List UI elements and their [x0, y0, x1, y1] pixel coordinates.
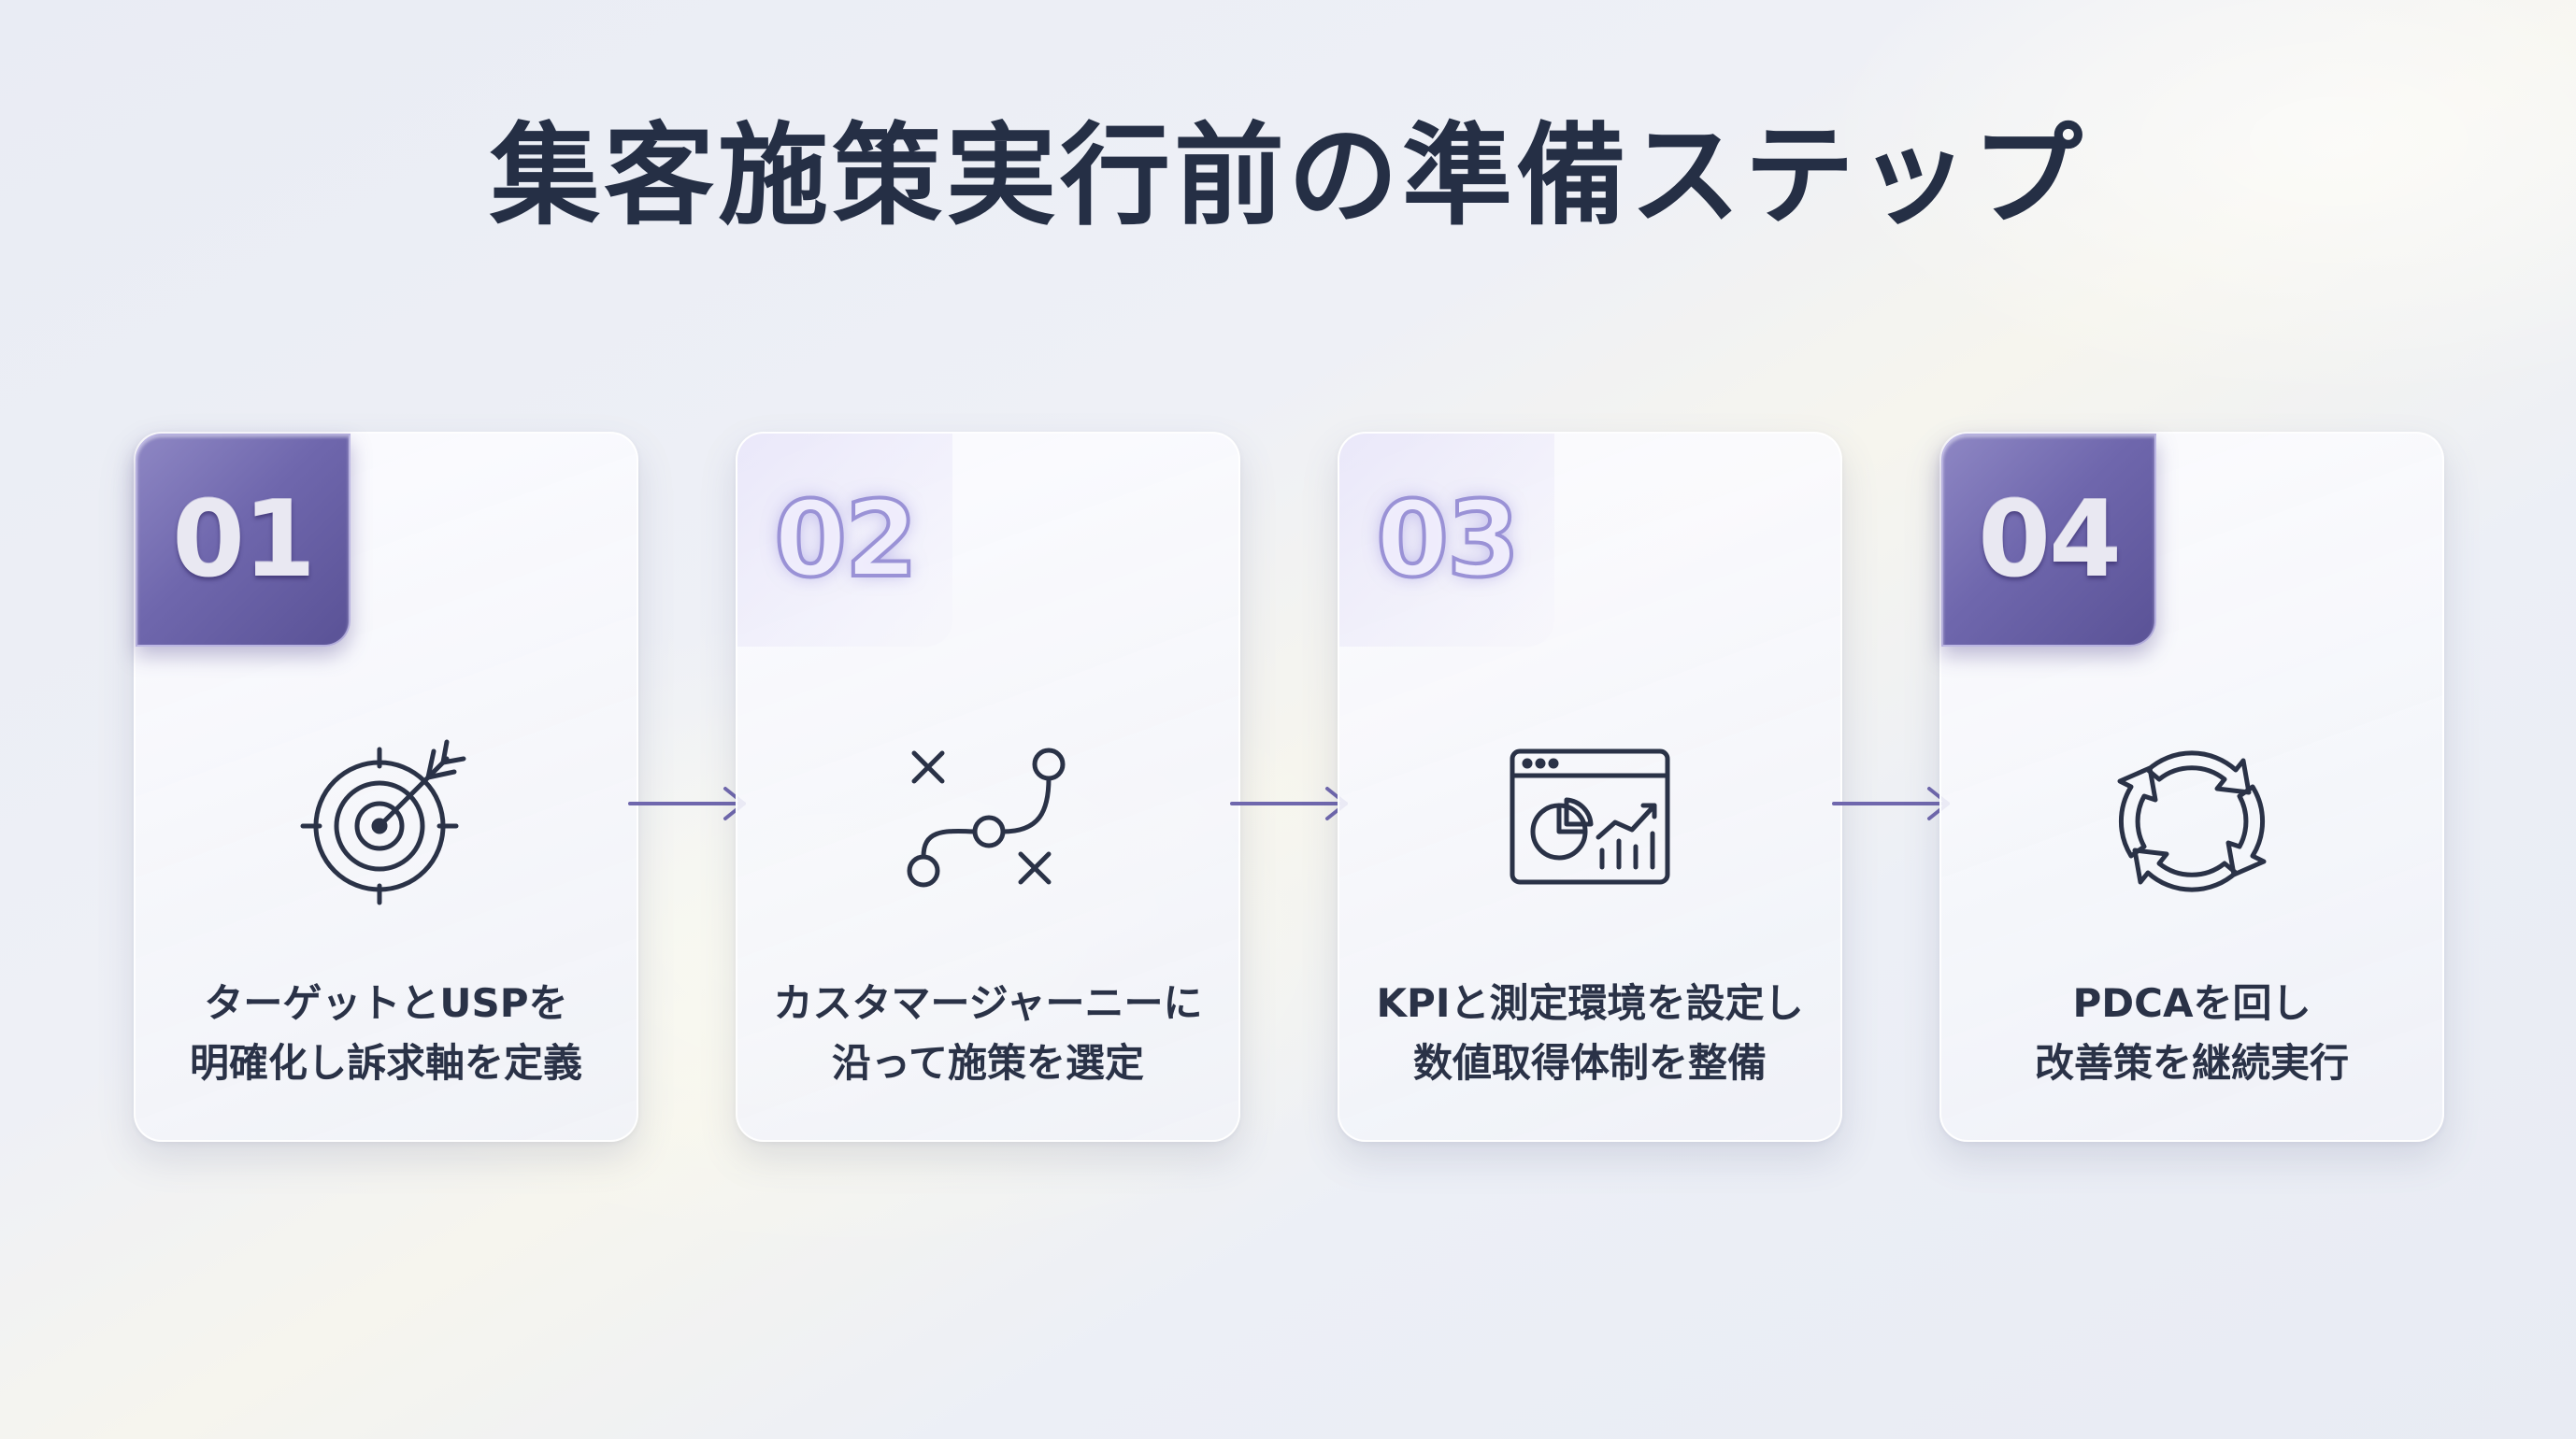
- arrow-right-icon: [628, 785, 750, 822]
- step-number: 04: [1978, 479, 2122, 601]
- step-description-line2: 明確化し訴求軸を定義: [189, 1040, 582, 1086]
- step-description-line2: 改善策を継続実行: [2034, 1040, 2349, 1086]
- target-icon: [297, 733, 475, 910]
- arrow-right-icon: [1230, 785, 1352, 822]
- step-number-badge: 03: [1339, 434, 1554, 647]
- step-description-line2: 数値取得体制を整備: [1412, 1040, 1767, 1086]
- step-description-line1: ターゲットとUSPを: [204, 980, 568, 1026]
- page-title: 集客施策実行前の準備ステップ: [489, 111, 2086, 240]
- step-card-4: 04 PDCAを回し 改善策を継続実行: [1939, 432, 2444, 1142]
- step-description-line2: 沿って施策を選定: [832, 1040, 1144, 1086]
- refresh-cycle-icon: [2103, 733, 2281, 910]
- step-card-1: 01 ターゲットとUSPを 明確化し訴求軸を定義: [134, 432, 638, 1142]
- step-number-badge: 01: [136, 434, 351, 647]
- step-card-3: 03 KPIと測定環境を設定し 数値取得体制を整備: [1338, 432, 1842, 1142]
- step-number: 01: [172, 479, 316, 601]
- step-description-line1: KPIと測定環境を設定し: [1376, 980, 1804, 1026]
- step-number-badge: 04: [1941, 434, 2156, 647]
- analytics-dashboard-icon: [1501, 733, 1679, 910]
- arrow-right-icon: [1832, 785, 1953, 822]
- journey-path-icon: [899, 733, 1077, 910]
- step-description-line1: PDCAを回し: [2072, 980, 2311, 1026]
- step-number: 02: [772, 477, 920, 603]
- step-description-line1: カスタマージャーニーに: [773, 980, 1203, 1026]
- step-number: 03: [1374, 477, 1522, 603]
- step-card-2: 02 カスタマージャーニーに 沿って施策を選定: [736, 432, 1240, 1142]
- step-number-badge: 02: [737, 434, 952, 647]
